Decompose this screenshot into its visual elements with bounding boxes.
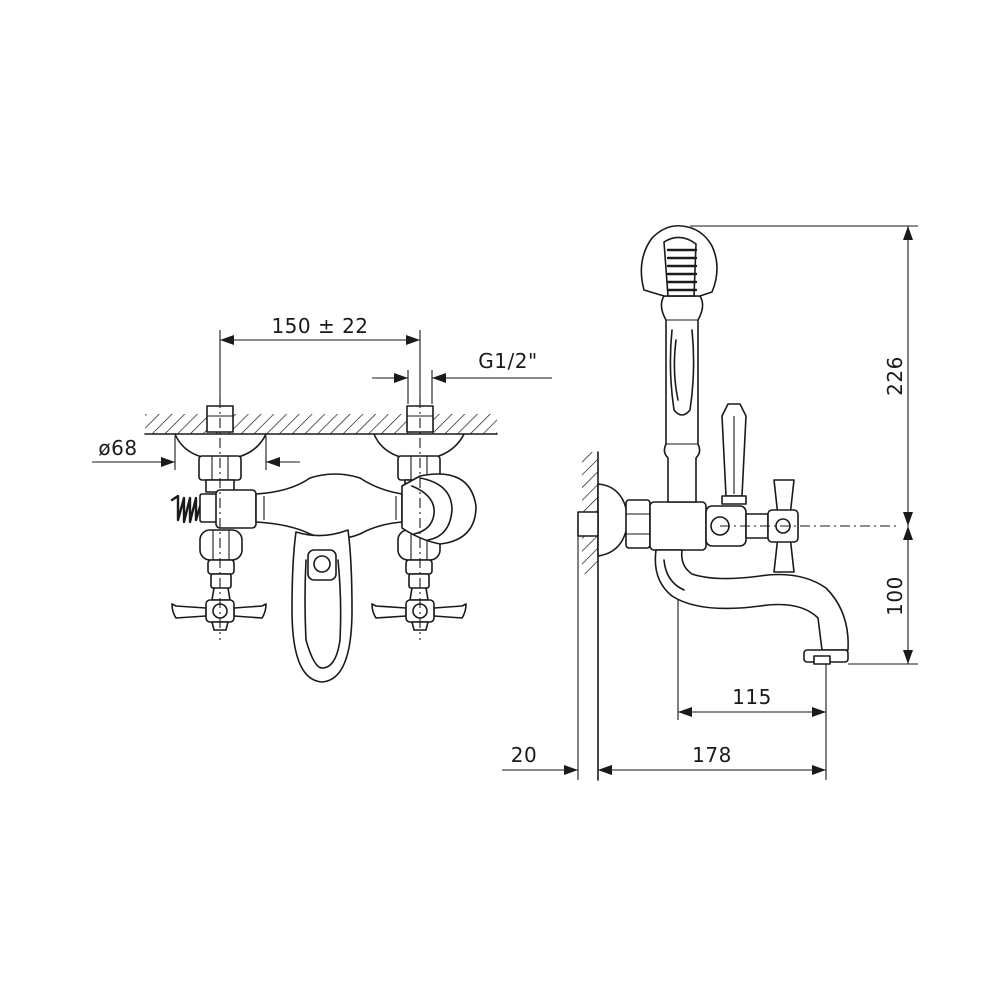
dim-wall-label: 20 <box>511 743 537 767</box>
dim-rosette-label: ø68 <box>98 436 137 460</box>
side-cross-handle <box>745 479 799 573</box>
side-lever-handle <box>705 403 747 547</box>
dim-height-bottom-label: 100 <box>883 576 907 616</box>
front-spout <box>291 529 353 683</box>
side-rosette <box>597 483 629 557</box>
side-pipe-stub <box>577 511 599 537</box>
dim-height-top: 226 <box>690 225 918 526</box>
left-valve-body <box>199 489 257 601</box>
mixer-bar <box>255 473 403 540</box>
dim-projection: 178 <box>598 743 826 775</box>
dim-thread-label: G1/2" <box>478 349 537 373</box>
front-view: 150 ± 22 G1/2" ø68 <box>92 314 552 683</box>
dim-height-bottom: 100 <box>848 526 918 665</box>
left-cross-handle <box>171 599 267 631</box>
dim-rosette: ø68 <box>92 436 300 470</box>
right-cross-handle <box>371 599 467 631</box>
hose-connector <box>170 493 219 524</box>
diverter-knob <box>401 473 477 545</box>
side-main-body <box>649 501 707 551</box>
wall-hatching <box>144 414 498 435</box>
side-bath-spout <box>654 549 849 665</box>
right-valve-body <box>397 529 441 601</box>
dim-spout-label: 115 <box>732 685 772 709</box>
dim-wall: 20 <box>502 743 612 775</box>
dim-projection-label: 178 <box>692 743 732 767</box>
dim-thread: G1/2" <box>372 349 552 404</box>
side-hand-shower <box>640 224 718 503</box>
side-wall <box>577 451 599 781</box>
dim-spacing: 150 ± 22 <box>219 314 421 404</box>
dim-height-top-label: 226 <box>883 356 907 396</box>
dim-spacing-label: 150 ± 22 <box>271 314 368 338</box>
side-hex-nut <box>625 499 651 549</box>
dim-spout: 115 <box>677 600 827 780</box>
side-view: 226 100 115 178 <box>502 224 918 781</box>
